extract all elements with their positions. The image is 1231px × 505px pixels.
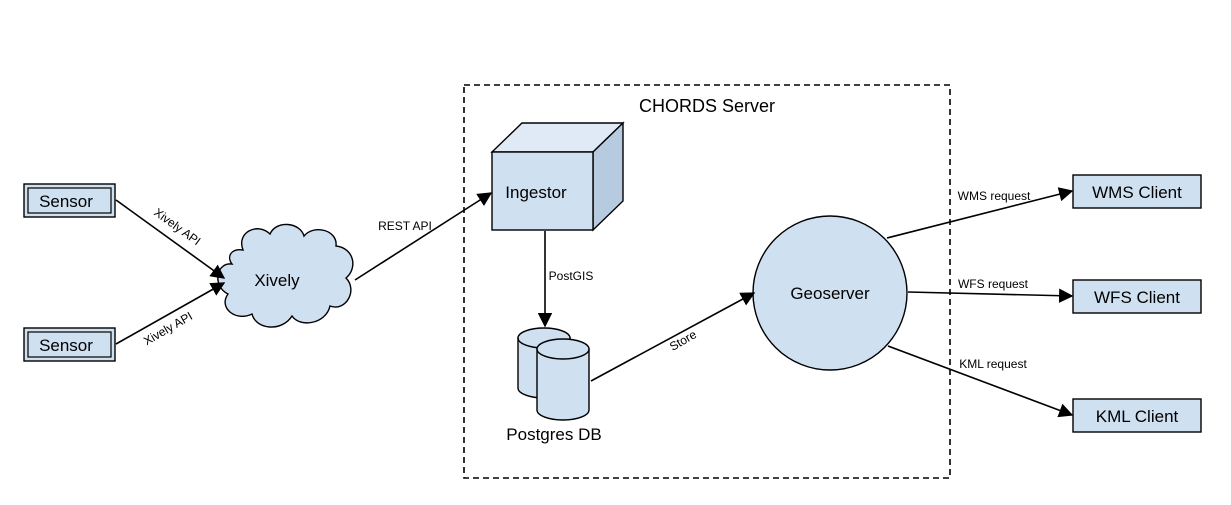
edge-label-geoserver-kml: KML request [959,357,1027,371]
sensor-node-1: Sensor [23,183,116,218]
edge-postgres-geoserver [590,292,756,382]
edge-xively-ingestor [354,192,493,281]
edge-label-geoserver-wfs: WFS request [958,277,1029,291]
geoserver-label: Geoserver [790,284,870,303]
ingestor-label: Ingestor [505,183,567,202]
wfs-client-label: WFS Client [1094,288,1180,307]
xively-label: Xively [254,271,300,290]
edge-geoserver-wfs [907,288,1074,303]
kml-client-label: KML Client [1096,407,1179,426]
chords-server-boundary [463,84,951,479]
sensor-2-label: Sensor [39,336,93,355]
edge-sensor1-xively [115,199,226,279]
edge-geoserver-kml [887,345,1074,418]
edge-geoserver-wms [886,187,1074,239]
edge-label-sensor1-xively: Xively API [151,205,203,248]
postgres-db: Postgres DB [506,327,602,444]
ingestor-cube: Ingestor [490,121,625,232]
sensor-1-label: Sensor [39,192,93,211]
edge-label-geoserver-wms: WMS request [958,189,1031,203]
kml-client-node: KML Client [1072,398,1202,433]
edge-sensor2-xively [115,282,226,345]
sensor-node-2: Sensor [23,327,116,362]
wms-client-label: WMS Client [1092,183,1182,202]
xively-cloud: Xively [217,223,354,328]
wfs-client-node: WFS Client [1072,279,1202,314]
postgres-label: Postgres DB [506,425,601,444]
chords-server-title: CHORDS Server [639,96,775,116]
edge-label-xively-ingestor: REST API [378,219,432,233]
wms-client-node: WMS Client [1072,174,1202,209]
geoserver-node: Geoserver [752,215,908,371]
edge-label-ingestor-postgres: PostGIS [549,269,594,283]
